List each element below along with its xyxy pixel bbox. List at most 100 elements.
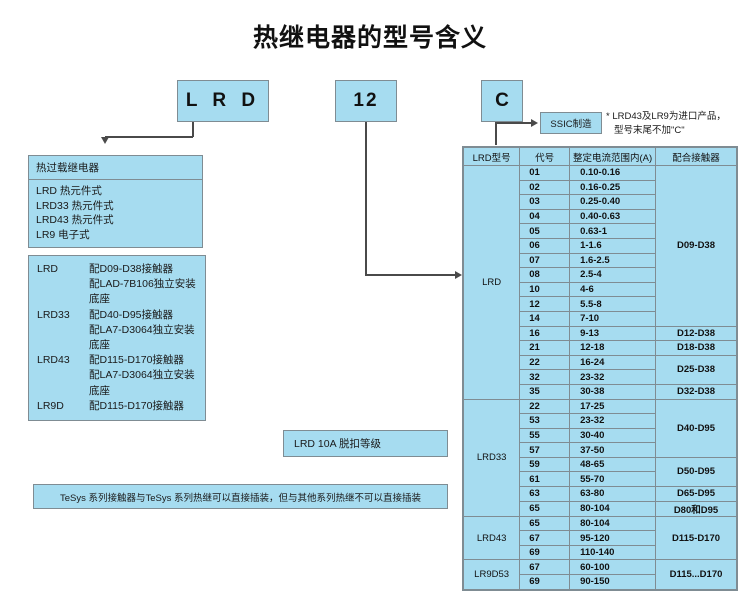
cell-code: 06: [519, 238, 571, 254]
cell-range: 0.40-0.63: [569, 209, 656, 225]
connector-lrd-arrow: [101, 137, 109, 144]
cell-code: 63: [519, 486, 571, 502]
cell-contactor: D65-D95: [655, 486, 737, 502]
connector-num-arrow: [455, 271, 462, 279]
cell-range: 63-80: [569, 486, 656, 502]
cell-code: 67: [519, 530, 571, 546]
match-value: 配D115-D170接触器: [89, 399, 184, 412]
list-item: LRD 热元件式: [36, 185, 102, 197]
cell-code: 14: [519, 311, 571, 327]
list-item: LRD33 热元件式: [36, 199, 114, 212]
connector-lrd-horizontal: [105, 136, 193, 138]
cell-model: LRD43: [462, 515, 521, 561]
col-header-model: LRD型号: [462, 147, 521, 166]
cell-model: LR9D53: [462, 559, 521, 590]
cell-code: 01: [519, 165, 571, 181]
list-item: LRD33 配D40-D95接触器: [37, 308, 199, 323]
cell-range: 30-40: [569, 428, 656, 444]
cell-range: 5.5-8: [569, 296, 656, 312]
trip-class-box: LRD 10A 脱扣等级: [283, 430, 448, 457]
connector-c-arrow: [531, 119, 538, 127]
relay-type-list: LRD 热元件式 LRD33 热元件式 LRD43 热元件式 LR9 电子式: [29, 180, 202, 247]
cell-contactor: D115...D170: [655, 559, 737, 590]
cell-range: 1-1.6: [569, 238, 656, 254]
list-item: 配LA7-D3064独立安装底座: [37, 368, 199, 398]
cell-contactor: D40-D95: [655, 398, 737, 458]
col-header-range: 整定电流范围内(A): [569, 147, 656, 166]
cell-code: 02: [519, 180, 571, 196]
cell-range: 12-18: [569, 340, 656, 356]
code-box-number: 12: [335, 80, 397, 122]
list-item: 配LA7-D3064独立安装底座: [37, 323, 199, 353]
cell-range: 60-100: [569, 559, 656, 576]
cell-contactor: D25-D38: [655, 354, 737, 385]
cell-range: 16-24: [569, 354, 656, 371]
cell-contactor: D80和D95: [655, 500, 737, 517]
match-key: LR9D: [37, 399, 64, 412]
cell-range: 0.63-1: [569, 223, 656, 239]
cell-code: 69: [519, 574, 571, 590]
match-key: [37, 368, 89, 398]
match-key: LRD33: [37, 308, 70, 321]
col-header-contactor: 配合接触器: [655, 147, 737, 166]
match-key: LRD43: [37, 354, 70, 367]
cell-range: 80-104: [569, 500, 656, 517]
cell-contactor: D32-D38: [655, 383, 737, 400]
cell-range: 90-150: [569, 574, 656, 590]
list-item: LRD43 配D115-D170接触器: [37, 353, 199, 368]
cell-contactor: D50-D95: [655, 456, 737, 488]
connector-c-vertical: [495, 122, 497, 145]
cell-range: 23-32: [569, 413, 656, 429]
connector-num-horizontal: [365, 274, 457, 276]
import-note-line-1: * LRD43及LR9为进口产品，: [606, 111, 726, 122]
cell-code: 08: [519, 267, 571, 283]
cell-code: 35: [519, 383, 571, 400]
cell-code: 55: [519, 428, 571, 444]
match-value: 配D09-D38接触器: [89, 263, 174, 275]
cell-contactor: D09-D38: [655, 165, 737, 327]
cell-code: 32: [519, 369, 571, 385]
match-key: LRD: [37, 263, 59, 275]
cell-range: 30-38: [569, 383, 656, 400]
list-item: 配LAD-7B106独立安装底座: [37, 277, 199, 307]
cell-range: 7-10: [569, 311, 656, 327]
list-item: LRD43 热元件式: [36, 214, 114, 226]
list-item: LR9D 配D115-D170接触器: [37, 399, 199, 414]
import-note-line-2: 型号末尾不加"C": [614, 125, 685, 136]
relay-type-header: 热过载继电器: [29, 156, 202, 180]
cell-range: 23-32: [569, 369, 656, 385]
cell-contactor: D12-D38: [655, 325, 737, 342]
col-header-code: 代号: [519, 147, 571, 166]
cell-range: 2.5-4: [569, 267, 656, 283]
cell-contactor: D115-D170: [655, 515, 737, 561]
cell-range: 4-6: [569, 282, 656, 298]
match-key: [37, 323, 89, 353]
cell-code: 59: [519, 456, 571, 473]
cell-range: 48-65: [569, 456, 656, 473]
cell-range: 0.16-0.25: [569, 180, 656, 196]
cell-range: 1.6-2.5: [569, 253, 656, 269]
cell-code: 65: [519, 515, 571, 532]
cell-code: 16: [519, 325, 571, 342]
cell-code: 12: [519, 296, 571, 312]
